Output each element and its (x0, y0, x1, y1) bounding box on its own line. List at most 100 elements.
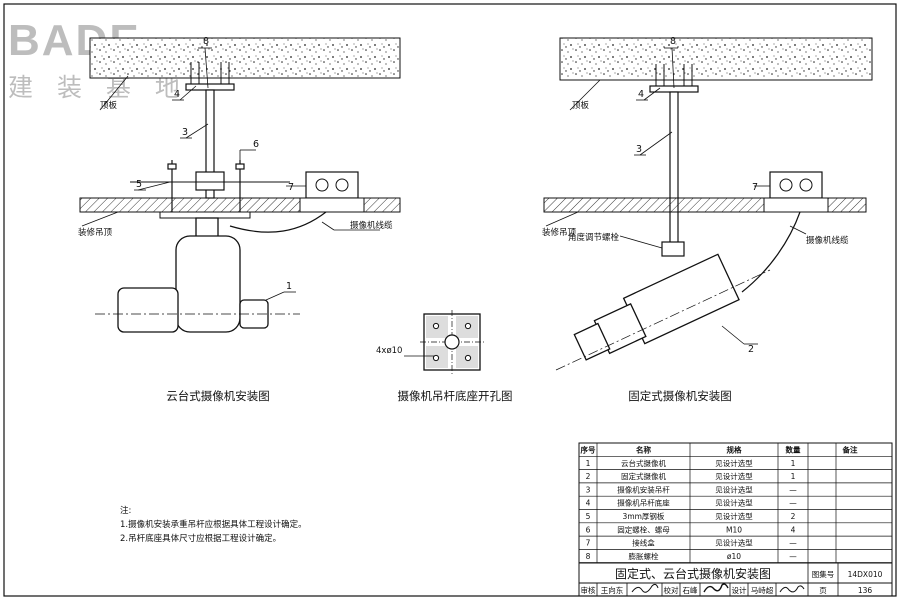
cell-index: 4 (586, 499, 591, 508)
ceiling-label-left: 装修吊顶 (78, 227, 113, 238)
left-view-caption: 云台式摄像机安装图 (166, 389, 270, 403)
cell-name: 摄像机吊杆底座 (617, 498, 670, 508)
table-row: 3 摄像机安装吊杆 见设计选型 — (586, 484, 798, 494)
adjust-bolt-label: 角度调节螺栓 (568, 232, 620, 243)
cell-spec: 见设计选型 (715, 471, 753, 481)
cell-qty: 2 (791, 512, 796, 521)
cell-name: 摄像机安装吊杆 (617, 484, 670, 494)
callout-3-right: 3 (636, 144, 642, 155)
table-row: 7 接线盒 见设计选型 — (586, 538, 798, 548)
header-spec: 规格 (727, 445, 742, 455)
cell-qty: 1 (791, 459, 796, 468)
cell-spec: 见设计选型 (715, 484, 753, 494)
header-index: 序号 (581, 445, 596, 455)
table-row: 4 摄像机吊杆底座 见设计选型 — (586, 498, 798, 508)
left-view: 8 4 顶板 3 6 5 7 装修吊顶 摄像机线缆 1 云台式摄像机安装图 (78, 36, 401, 403)
check-signature (703, 583, 729, 593)
callout-8-right: 8 (670, 36, 676, 47)
sheet-border (3, 3, 897, 597)
cell-index: 5 (586, 512, 591, 521)
table-row: 6 固定螺栓、螺母 M10 4 (586, 524, 796, 534)
cell-qty: — (789, 552, 797, 561)
review-name: 王向东 (601, 585, 624, 595)
callout-2-right: 2 (748, 344, 754, 355)
cell-spec: ø10 (727, 552, 741, 561)
roof-label-right: 顶板 (572, 100, 590, 111)
suspension-rod-right (669, 91, 679, 245)
cell-index: 2 (586, 472, 591, 481)
table-row: 8 膨胀螺栓 ø10 — (586, 551, 798, 561)
cell-index: 8 (586, 552, 591, 561)
review-label: 审核 (581, 585, 596, 595)
right-view: 8 4 顶板 3 7 装修吊顶 角度调节螺栓 摄像机线缆 2 固定式摄像机安装图 (542, 36, 873, 403)
atlas-label: 图集号 (812, 569, 835, 579)
callout-1-left: 1 (286, 281, 292, 292)
cell-spec: 见设计选型 (715, 458, 753, 468)
page-label: 页 (819, 586, 827, 595)
cell-index: 6 (586, 525, 591, 534)
callout-3-left: 3 (182, 127, 188, 138)
cell-qty: 4 (791, 525, 796, 534)
callout-4-right: 4 (638, 89, 644, 100)
title-block: 固定式、云台式摄像机安装图 图集号 14DX010 审核 王向东 校对 石峰 设… (578, 562, 893, 597)
camera-cable-right (741, 211, 801, 293)
cell-qty: — (789, 499, 797, 508)
header-name: 名称 (636, 445, 651, 455)
review-signature (631, 583, 659, 593)
callout-4-left: 4 (174, 89, 180, 100)
cell-spec: M10 (726, 525, 742, 534)
check-name: 石峰 (683, 585, 698, 595)
cell-spec: 见设计选型 (715, 498, 753, 508)
cell-spec: 见设计选型 (715, 511, 753, 521)
cell-name: 接线盒 (632, 538, 655, 548)
hole-spec-label: 4xø10 (376, 346, 402, 356)
cell-name: 固定式摄像机 (621, 471, 666, 481)
roof-label-left: 顶板 (100, 100, 118, 111)
middle-view: 4xø10 摄像机吊杆底座开孔图 (376, 310, 513, 403)
callout-8-left: 8 (203, 36, 209, 47)
cell-name: 3mm厚钢板 (623, 511, 665, 521)
notes: 注: 1.摄像机安装承重吊杆应根据具体工程设计确定。 2.吊杆底座具体尺寸应根据… (120, 505, 307, 544)
table-row: 1 云台式摄像机 见设计选型 1 (586, 458, 796, 468)
cell-name: 膨胀螺栓 (629, 551, 659, 561)
cell-index: 1 (586, 459, 591, 468)
rod-nut-left (195, 171, 225, 191)
notes-heading: 注: (120, 505, 131, 516)
note-2: 2.吊杆底座具体尺寸应根据工程设计确定。 (120, 533, 281, 544)
cell-spec: 见设计选型 (715, 538, 753, 548)
cable-label-right: 摄像机线缆 (806, 235, 849, 246)
fixed-camera (573, 253, 740, 361)
check-label: 校对 (664, 585, 679, 595)
design-signature (779, 585, 805, 593)
center-hole (444, 334, 460, 350)
cable-label-left: 摄像机线缆 (350, 220, 393, 231)
cell-qty: — (789, 485, 797, 494)
atlas-number: 14DX010 (848, 570, 883, 579)
middle-view-caption: 摄像机吊杆底座开孔图 (398, 389, 513, 403)
rod-base-plate-left (185, 83, 235, 91)
junction-box-right (769, 171, 823, 199)
roof-slab-right (559, 37, 873, 81)
callout-5-left: 5 (136, 179, 142, 190)
design-name: 马峙超 (751, 585, 774, 595)
cell-name: 固定螺栓、螺母 (617, 524, 670, 534)
design-label: 设计 (732, 585, 747, 595)
angle-adjust-bracket (661, 241, 685, 257)
junction-box-left (305, 171, 359, 199)
header-remark: 备注 (842, 445, 858, 455)
page-number: 136 (858, 586, 873, 595)
cell-index: 3 (586, 485, 591, 494)
note-1: 1.摄像机安装承重吊杆应根据具体工程设计确定。 (120, 519, 307, 530)
pan-tilt-camera (117, 217, 269, 333)
drawing-title: 固定式、云台式摄像机安装图 (615, 566, 771, 581)
callout-6-left: 6 (253, 139, 259, 150)
camera-cable-left (229, 211, 327, 233)
cell-index: 7 (586, 539, 591, 548)
cell-qty: — (789, 539, 797, 548)
cell-name: 云台式摄像机 (621, 458, 666, 468)
callout-7-right: 7 (752, 182, 758, 193)
table-row: 5 3mm厚钢板 见设计选型 2 (586, 511, 796, 521)
header-qty: 数量 (786, 445, 801, 455)
